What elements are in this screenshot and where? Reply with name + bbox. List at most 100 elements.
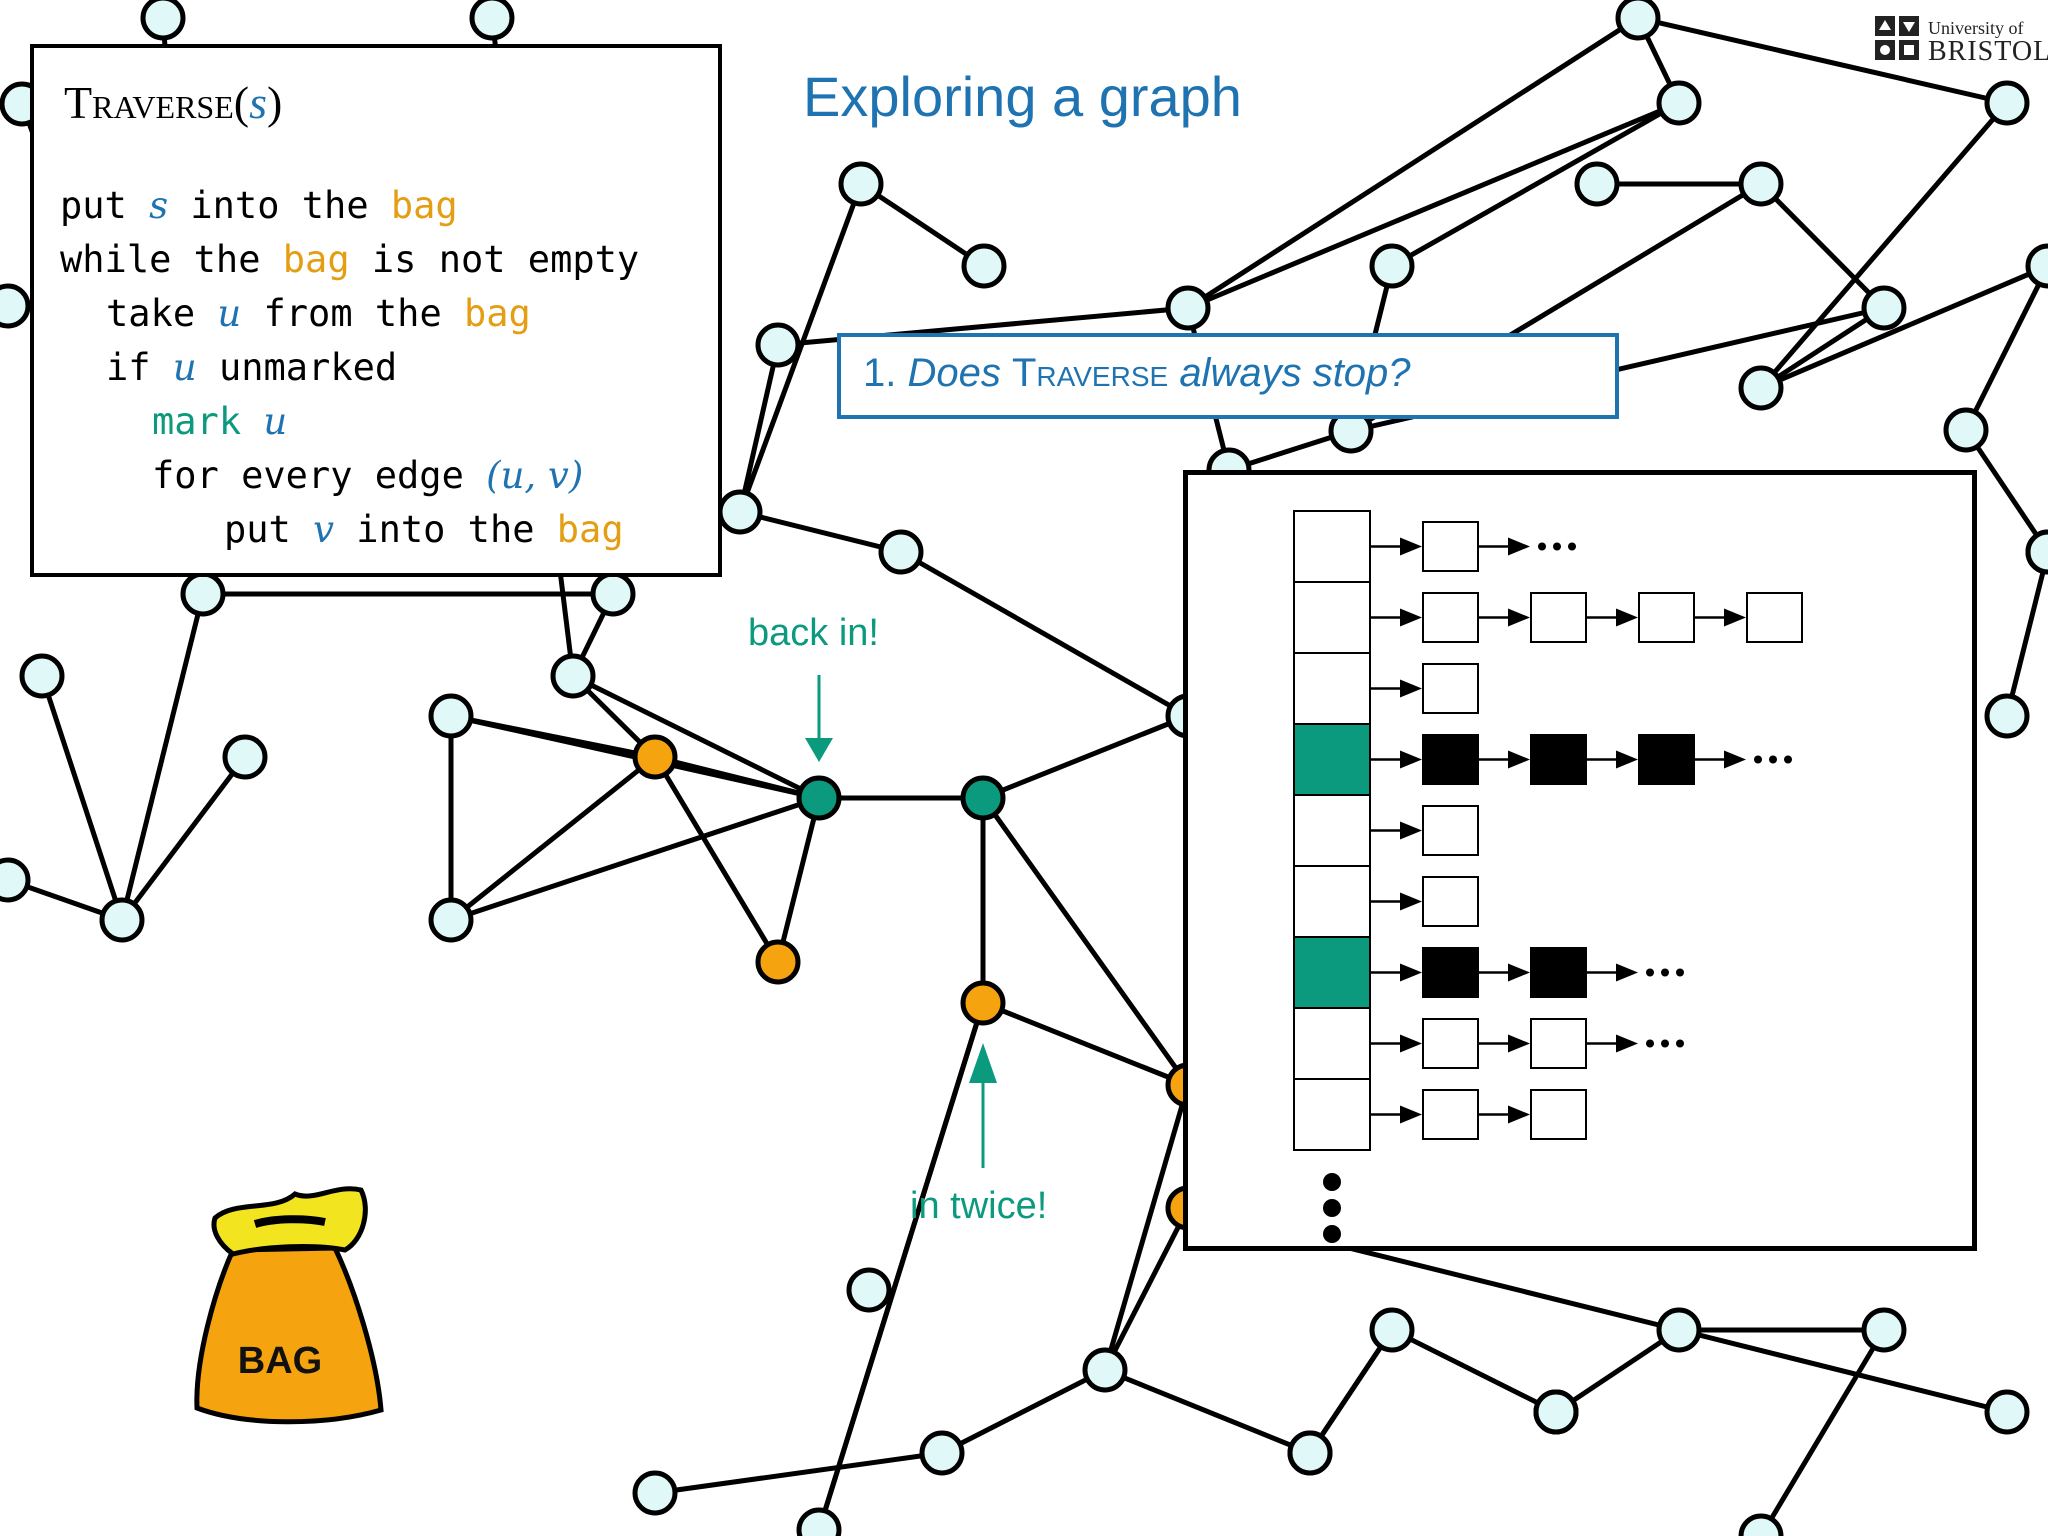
ellipsis-dot (1646, 1039, 1654, 1048)
slide-title: Exploring a graph (803, 65, 1242, 128)
array-cell (1293, 1078, 1371, 1151)
graph-edge (1554, 1327, 1681, 1415)
list-node-filled (1422, 734, 1479, 785)
graph-edge (859, 181, 986, 269)
graph-edge (1758, 1328, 1887, 1536)
graph-node-light (180, 571, 226, 617)
graph-node-light (428, 897, 474, 943)
graph-edge (2004, 551, 2048, 717)
graph-node-light (1369, 243, 1415, 289)
graph-node-light (19, 653, 65, 699)
list-node-filled (1530, 947, 1587, 998)
pointer-arrowhead (1616, 608, 1638, 627)
graph-edge (737, 183, 864, 513)
graph-node-green (960, 775, 1006, 821)
graph-edge (654, 1450, 943, 1496)
graph-node-light (1984, 1389, 2030, 1435)
graph-node-light (590, 571, 636, 617)
graph-edge (652, 755, 781, 964)
graph-node-light (919, 1430, 965, 1476)
graph-edge (449, 755, 657, 922)
pointer-arrowhead (1724, 750, 1746, 769)
graph-node-light (1738, 161, 1784, 207)
pointer-arrowhead (1616, 963, 1638, 982)
code-line-3: take u from the bag (106, 292, 531, 335)
graph-edge (739, 509, 902, 555)
ellipsis-dot (1553, 542, 1561, 551)
code-line-6: for every edge (u, v) (152, 454, 584, 497)
pointer-arrowhead (1616, 1034, 1638, 1053)
ellipsis-dot (1661, 968, 1669, 977)
pointer-arrowhead (1400, 821, 1422, 840)
list-node-filled (1530, 734, 1587, 785)
list-node (1422, 805, 1479, 856)
graph-node-light (1082, 1347, 1128, 1393)
graph-edge (1102, 1084, 1191, 1371)
ellipsis-dot (1769, 755, 1777, 764)
bag-icon (194, 1186, 384, 1425)
continuation-dot (1323, 1173, 1341, 1191)
pointer-arrowhead (1508, 963, 1530, 982)
bag-illustration: BAG (185, 1180, 385, 1430)
pointer-arrowhead (1508, 1034, 1530, 1053)
list-node (1638, 592, 1695, 643)
graph-node-light (717, 489, 763, 535)
graph-edge (1186, 15, 1640, 311)
graph-edge (1759, 305, 1886, 391)
traverse-pseudocode: Traverse(s) put s into the bag while the… (30, 44, 722, 577)
graph-node-light (1287, 1430, 1333, 1476)
graph-node-light (99, 897, 145, 943)
pointer-arrowhead (1400, 892, 1422, 911)
code-line-4: if u unmarked (106, 346, 398, 389)
question-box: 1. Does Traverse always stop? (837, 333, 1619, 419)
bag-label: BAG (237, 1340, 323, 1382)
graph-edge (982, 1000, 1189, 1088)
pointer-arrowhead (1400, 1034, 1422, 1053)
graph-edge (1963, 428, 2048, 554)
logo-line-1: University of (1928, 18, 2024, 38)
graph-node-light (140, 0, 186, 41)
list-node (1530, 592, 1587, 643)
ellipsis-dot (1676, 1039, 1684, 1048)
graph-node-orange (960, 980, 1006, 1026)
graph-node-light (428, 693, 474, 739)
back-in-label: back in! (748, 612, 879, 654)
graph-node-light (1943, 407, 1989, 453)
graph-node-light (878, 529, 924, 575)
back-in-arrowhead (805, 738, 833, 762)
array-cell (1293, 794, 1371, 867)
procedure-name: Traverse (64, 77, 234, 128)
graph-node-light (796, 1507, 842, 1536)
graph-node-light (1615, 0, 1661, 41)
graph-edge (980, 796, 1191, 1087)
array-cell-marked (1293, 723, 1371, 796)
pointer-arrowhead (1508, 1105, 1530, 1124)
graph-edge (1104, 1367, 1311, 1456)
procedure-title: Traverse(s) (64, 77, 283, 128)
graph-node-light (1984, 80, 2030, 126)
continuation-dot (1323, 1199, 1341, 1217)
graph-node-orange (632, 734, 678, 780)
code-line-5: mark u (152, 400, 288, 443)
graph-node-light (1984, 693, 2030, 739)
graph-node-light (0, 283, 31, 329)
graph-node-light (2025, 243, 2048, 289)
graph-edge (1307, 1328, 1395, 1455)
graph-edge (1759, 182, 1886, 310)
array-cell (1293, 581, 1371, 654)
graph-edge (1759, 101, 2009, 390)
crest-icon (1875, 16, 1919, 60)
pointer-arrowhead (1724, 608, 1746, 627)
list-node (1422, 521, 1479, 572)
graph-node-light (1165, 285, 1211, 331)
ellipsis-dot (1784, 755, 1792, 764)
graph-node-light (961, 243, 1007, 289)
graph-node-light (0, 857, 31, 903)
graph-node-light (1861, 285, 1907, 331)
ellipsis-dot (1538, 542, 1546, 551)
question-text: 1. Does Traverse always stop? (863, 351, 1411, 395)
array-cell (1293, 1007, 1371, 1080)
graph-node-light (1656, 1307, 1702, 1353)
graph-edge (119, 593, 206, 921)
